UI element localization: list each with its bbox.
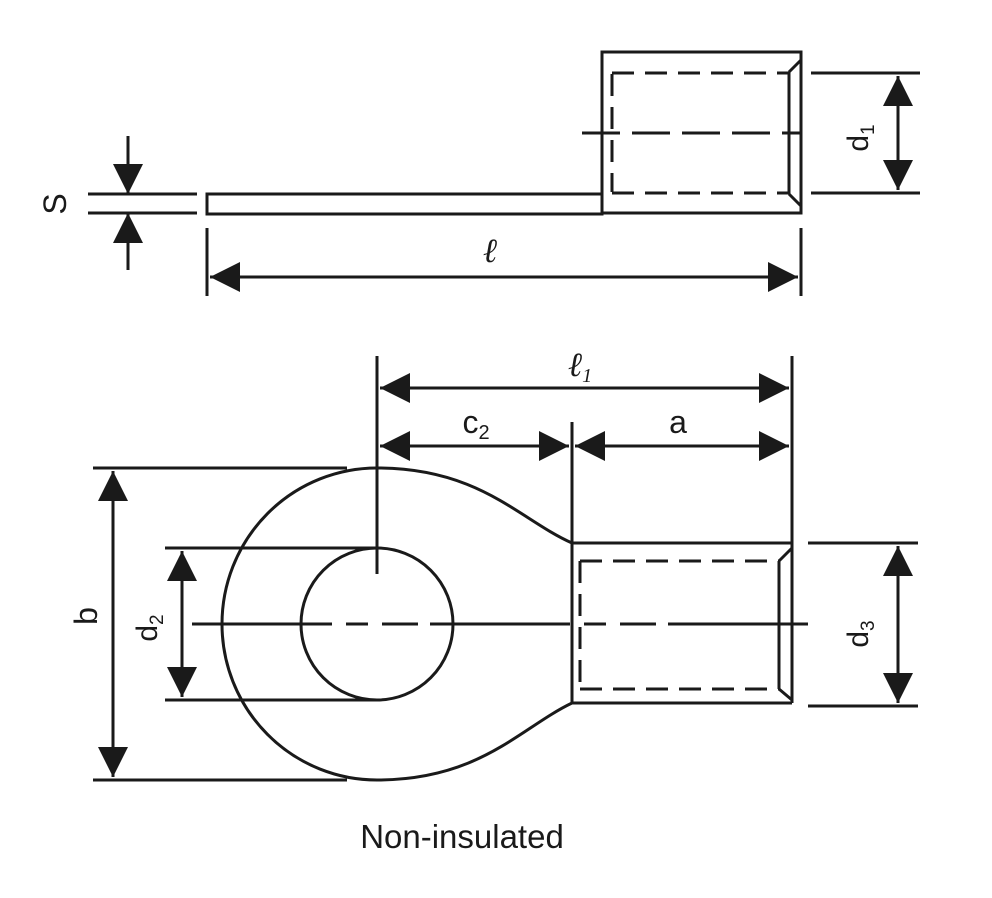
barrel-chamfer-top xyxy=(787,58,803,74)
label-l1: ℓ1 xyxy=(568,347,592,387)
barrel-hidden-lines xyxy=(610,71,789,195)
dimension-d2 xyxy=(165,546,377,702)
svg-text:d1: d1 xyxy=(842,124,879,151)
label-a: a xyxy=(669,404,687,440)
svg-text:d3: d3 xyxy=(842,620,879,647)
dimension-d3 xyxy=(808,541,918,708)
label-c2-sub: 2 xyxy=(478,422,489,444)
label-d1-sub: 1 xyxy=(858,124,879,135)
side-view xyxy=(205,50,803,216)
label-b: b xyxy=(68,607,104,625)
label-c2: c2 xyxy=(462,404,489,444)
label-d3-main: d xyxy=(842,631,875,648)
dimension-b xyxy=(93,466,347,782)
barrel-chamfer-bottom xyxy=(787,192,803,208)
label-d3-sub: 3 xyxy=(858,620,879,631)
dimension-l1 xyxy=(380,356,794,543)
label-d2-main: d xyxy=(131,625,164,642)
label-c2-main: c xyxy=(462,404,478,440)
label-d2-sub: 2 xyxy=(147,614,168,625)
front-barrel-hidden-lines xyxy=(578,559,779,691)
label-d1-main: d xyxy=(842,135,875,152)
label-l1-sub: 1 xyxy=(582,365,592,387)
label-d2: d2 xyxy=(131,614,168,641)
dimension-l xyxy=(205,228,803,296)
front-view xyxy=(192,356,808,782)
label-d3: d3 xyxy=(842,620,879,647)
svg-text:d2: d2 xyxy=(131,614,168,641)
label-l1-main: ℓ xyxy=(568,347,582,384)
dimension-d1 xyxy=(811,71,920,195)
dimension-s xyxy=(88,136,197,270)
label-d1: d1 xyxy=(842,124,879,151)
caption: Non-insulated xyxy=(360,818,564,855)
label-l: ℓ xyxy=(483,233,497,270)
tongue-outline xyxy=(205,192,604,216)
label-s: S xyxy=(37,193,73,214)
